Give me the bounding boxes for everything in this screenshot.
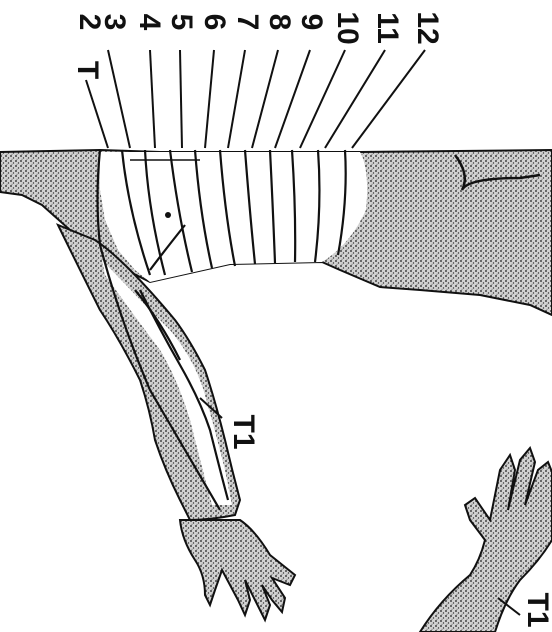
leader-12: [352, 50, 425, 148]
leader-8: [252, 50, 278, 148]
level-12-label: 12: [411, 11, 444, 44]
leader-4: [150, 50, 155, 148]
level-3-label: 3: [98, 14, 131, 31]
hand-shape: [180, 520, 295, 620]
level-8-label: 8: [263, 14, 296, 31]
label-t1-arm: T1: [227, 414, 260, 449]
nipple-dot: [165, 212, 171, 218]
leader-3: [108, 50, 130, 148]
leader-9: [275, 50, 310, 148]
level-10-label: 10: [331, 11, 364, 44]
leader-11: [325, 50, 385, 148]
level-4-label: 4: [133, 14, 166, 31]
label-t-top: T: [71, 61, 104, 79]
level-9-label: 9: [295, 14, 328, 31]
svg-text:T1: T1: [521, 592, 552, 627]
level-5-label: 5: [165, 14, 198, 31]
svg-text:T1: T1: [227, 414, 260, 449]
leader-6: [205, 50, 214, 148]
level-6-label: 6: [198, 14, 231, 31]
label-t1-corner: T1: [521, 592, 552, 627]
level-labels: 2 3 4 5 6 7 8 9 10 11 12: [73, 11, 444, 44]
svg-text:T: T: [71, 61, 104, 79]
leader-10: [300, 50, 345, 148]
leader-7: [228, 50, 245, 148]
level-7-label: 7: [231, 14, 264, 31]
level-11-label: 11: [371, 12, 404, 44]
leader-t: [86, 80, 108, 148]
leader-5: [180, 50, 182, 148]
